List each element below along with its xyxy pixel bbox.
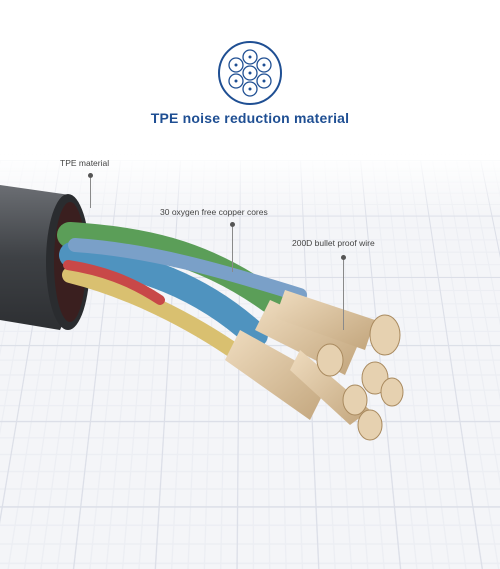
grid-fade [0,150,500,220]
callout-leader [90,178,91,208]
wire-strand-cross-section-icon [218,41,282,105]
callout-bullet-proof-wire: 200D bullet proof wire [292,238,375,248]
cable-cross-section-illustration [0,185,404,441]
callout-leader [343,260,344,330]
copper-cores [225,290,404,441]
callout-leader [232,227,233,272]
page-title: TPE noise reduction material [150,110,350,126]
callout-dot [88,173,93,178]
callout-tpe-material: TPE material [60,158,110,168]
callout-dot [230,222,235,227]
callout-dot [341,255,346,260]
callout-copper-cores: 30 oxygen free copper cores [160,207,268,217]
insulated-strands [57,222,307,363]
